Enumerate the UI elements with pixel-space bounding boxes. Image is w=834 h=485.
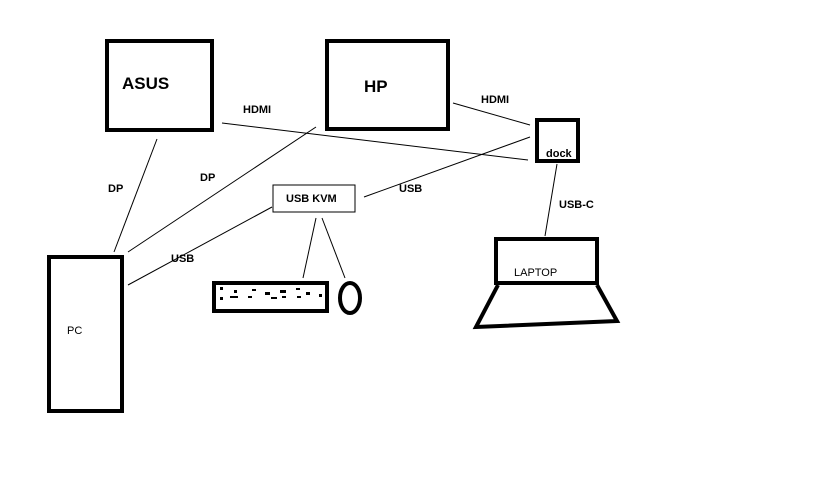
dock-label: dock bbox=[546, 148, 573, 160]
usb-line-kvm-pc bbox=[127, 206, 273, 286]
hdmi-label-asus: HDMI bbox=[243, 104, 271, 116]
hdmi-line-hp-dock bbox=[452, 102, 531, 126]
hdmi-line-asus-dock bbox=[221, 122, 529, 161]
pc-label: PC bbox=[67, 325, 82, 337]
asus-label: ASUS bbox=[122, 74, 169, 93]
keyboard-keys bbox=[220, 287, 322, 300]
usb-label-dock: USB bbox=[399, 183, 422, 195]
hdmi-label-hp: HDMI bbox=[481, 94, 509, 106]
hp-label: HP bbox=[364, 77, 388, 96]
usbc-label: USB-C bbox=[559, 199, 594, 211]
kvm-mouse-cable bbox=[321, 217, 346, 279]
pc-tower bbox=[47, 255, 124, 413]
dp-label-asus: DP bbox=[108, 183, 123, 195]
dp-line-hp-pc bbox=[127, 126, 317, 253]
keyboard-icon bbox=[212, 281, 329, 313]
usb-kvm-box bbox=[272, 184, 356, 213]
dock-box bbox=[535, 118, 580, 163]
laptop-base bbox=[472, 284, 621, 330]
usbc-line-laptop-dock bbox=[544, 163, 558, 237]
asus-monitor bbox=[105, 39, 214, 132]
mouse-icon bbox=[338, 281, 362, 315]
dp-label-hp: DP bbox=[200, 172, 215, 184]
hp-monitor bbox=[325, 39, 450, 131]
usb-label-pc: USB bbox=[171, 253, 194, 265]
kvm-keyboard-cable bbox=[302, 217, 317, 279]
laptop-label: LAPTOP bbox=[514, 267, 557, 279]
dp-line-asus-pc bbox=[113, 138, 158, 253]
laptop-icon bbox=[472, 237, 621, 330]
usb-line-kvm-dock bbox=[363, 136, 531, 198]
usb-kvm-label: USB KVM bbox=[286, 193, 337, 205]
laptop-screen bbox=[494, 237, 599, 285]
